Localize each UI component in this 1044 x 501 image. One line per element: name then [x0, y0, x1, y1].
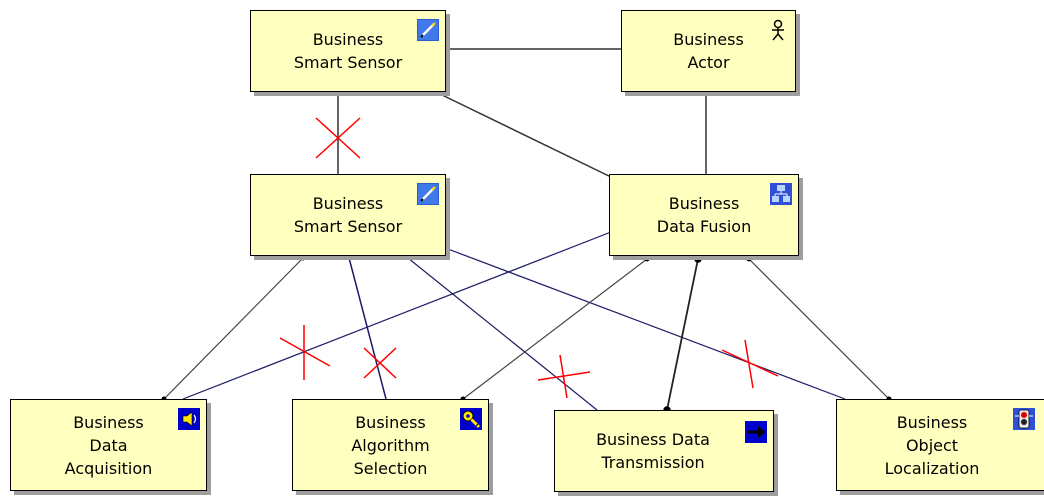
- node-label: Business Smart Sensor: [293, 194, 403, 236]
- pencil-icon: [417, 19, 439, 41]
- connector-fusion-acquisition[interactable]: [182, 231, 612, 400]
- red-cross-marker: [315, 117, 361, 159]
- connector-fusion-algorithm[interactable]: [460, 256, 650, 402]
- network-icon: [770, 183, 792, 205]
- traffic-light-icon: [1013, 408, 1035, 430]
- red-cross-marker: [537, 354, 591, 399]
- node-label: Business Data Acquisition: [64, 412, 153, 478]
- node-object-localization[interactable]: Business Object Localization: [836, 399, 1044, 491]
- node-label: Business Smart Sensor: [293, 30, 403, 72]
- node-label: Business Actor: [673, 30, 744, 72]
- connector-fusion-transmission[interactable]: [663, 255, 702, 414]
- node-label: Business Algorithm Selection: [351, 412, 430, 478]
- actor-icon: [767, 19, 789, 41]
- red-cross-marker: [279, 325, 331, 380]
- connector-fusion-localization[interactable]: [746, 256, 892, 402]
- node-label: Business Data Transmission: [596, 430, 710, 472]
- connector-mid-sensor-acquisition[interactable]: [161, 255, 306, 402]
- arrow-right-icon: [745, 421, 767, 443]
- connector-smart-sensor-top-fusion[interactable]: [439, 93, 614, 179]
- red-cross-marker: [363, 347, 397, 379]
- node-algorithm-selection[interactable]: Business Algorithm Selection: [292, 399, 489, 491]
- node-smart-sensor-mid[interactable]: Business Smart Sensor: [250, 174, 446, 256]
- node-data-transmission[interactable]: Business Data Transmission: [554, 410, 774, 492]
- node-label: Business Object Localization: [884, 412, 980, 478]
- node-data-fusion[interactable]: Business Data Fusion: [609, 174, 799, 256]
- red-cross-marker: [721, 339, 779, 389]
- node-actor[interactable]: Business Actor: [621, 10, 796, 92]
- speaker-icon: [178, 408, 200, 430]
- node-label: Business Data Fusion: [656, 194, 752, 236]
- node-data-acquisition[interactable]: Business Data Acquisition: [10, 399, 207, 491]
- connector-mid-sensor-algorithm[interactable]: [347, 253, 387, 400]
- node-smart-sensor-top[interactable]: Business Smart Sensor: [250, 10, 446, 92]
- pencil-icon: [417, 183, 439, 205]
- connector-mid-sensor-localization[interactable]: [439, 245, 846, 400]
- connector-mid-sensor-transmission[interactable]: [402, 253, 598, 411]
- key-icon: [460, 408, 482, 430]
